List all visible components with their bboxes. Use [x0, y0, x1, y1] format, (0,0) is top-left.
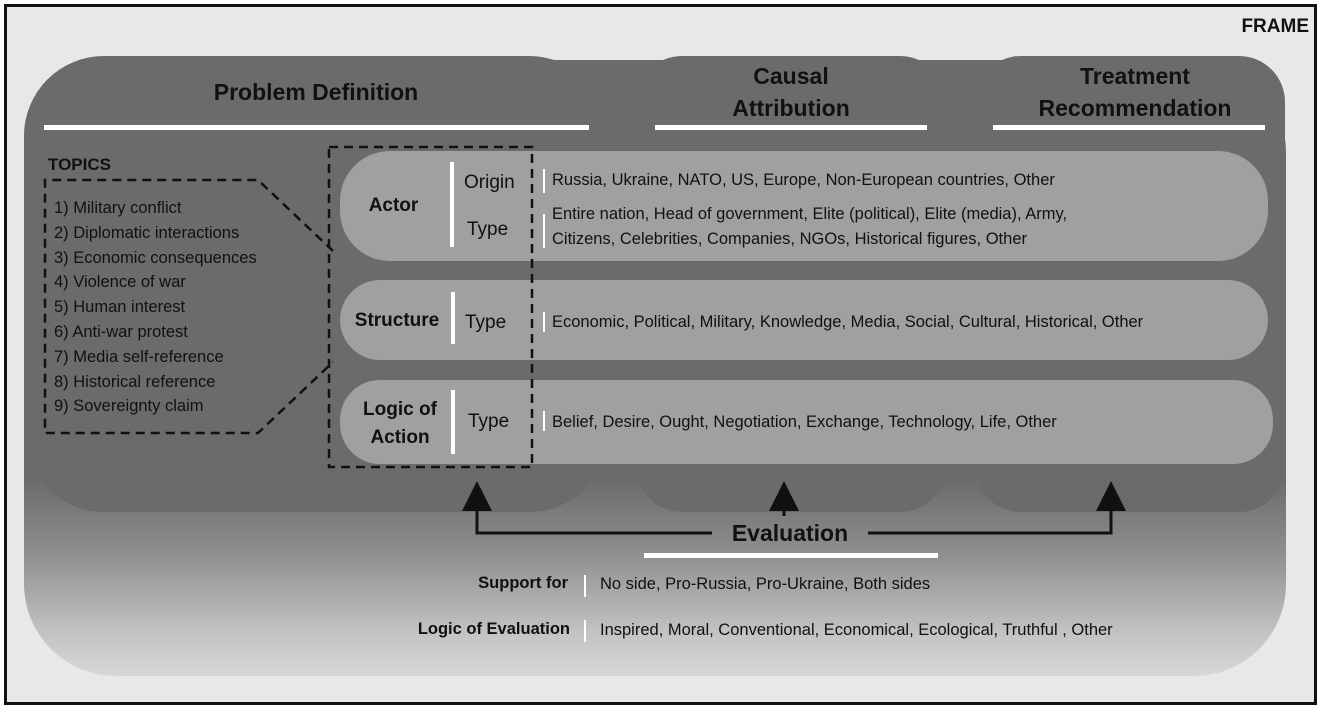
actor-divider — [450, 162, 454, 247]
actor-type-values-line2: Citizens, Celebrities, Companies, NGOs, … — [552, 230, 1027, 248]
support-for-separator — [584, 575, 586, 597]
topic-item: 4) Violence of war — [54, 273, 186, 292]
treatment-recommendation-underline — [993, 125, 1265, 130]
causal-attribution-title-line2: Attribution — [732, 95, 850, 121]
topic-item: 5) Human interest — [54, 298, 186, 317]
problem-definition-title: Problem Definition — [213, 79, 419, 105]
topic-item: 7) Media self-reference — [54, 347, 224, 366]
logic-of-action-separator — [543, 411, 545, 431]
actor-type-separator — [543, 214, 545, 248]
actor-origin-separator — [543, 169, 545, 193]
evaluation-title: Evaluation — [731, 520, 849, 546]
topics-heading: TOPICS — [48, 155, 111, 174]
causal-attribution-title-line1: Causal — [753, 63, 829, 89]
actor-type-label: Type — [467, 219, 509, 240]
support-for-values: No side, Pro-Russia, Pro-Ukraine, Both s… — [600, 575, 931, 593]
actor-label: Actor — [368, 195, 419, 216]
logic-of-action-label-line1: Logic of — [363, 399, 437, 420]
problem-definition-underline — [44, 125, 589, 130]
logic-of-action-label-line2: Action — [370, 427, 430, 448]
actor-origin-values: Russia, Ukraine, NATO, US, Europe, Non-E… — [552, 171, 1055, 189]
logic-of-action-type-label: Type — [468, 411, 510, 432]
logic-of-action-divider — [451, 390, 455, 454]
highlight-box — [327, 145, 534, 469]
structure-separator — [543, 312, 545, 332]
actor-origin-label: Origin — [464, 172, 515, 193]
arrow-to-problem-definition — [462, 481, 712, 535]
frame-label: FRAME — [1241, 16, 1309, 37]
treatment-recommendation-title-line2: Recommendation — [1038, 95, 1232, 121]
structure-divider — [451, 292, 455, 344]
treatment-recommendation-title-line1: Treatment — [1080, 63, 1190, 89]
structure-row — [340, 280, 1268, 360]
evaluation-underline — [644, 553, 938, 558]
logic-of-action-row — [340, 380, 1273, 464]
actor-row — [340, 151, 1268, 261]
support-for-label: Support for — [478, 574, 568, 592]
actor-type-values-line1: Entire nation, Head of government, Elite… — [552, 205, 1068, 223]
structure-type-label: Type — [465, 312, 507, 333]
causal-attribution-underline — [655, 125, 927, 130]
logic-of-evaluation-label: Logic of Evaluation — [417, 620, 570, 638]
logic-of-evaluation-values: Inspired, Moral, Conventional, Economica… — [600, 621, 1113, 639]
topic-item: 3) Economic consequences — [54, 248, 257, 267]
topic-item: 8) Historical reference — [54, 372, 216, 391]
topic-item: 1) Military conflict — [54, 199, 182, 217]
arrow-to-treatment-recommendation — [868, 481, 1126, 535]
topic-item: 6) Anti-war protest — [54, 323, 188, 341]
structure-label: Structure — [354, 310, 440, 331]
structure-type-values: Economic, Political, Military, Knowledge… — [552, 313, 1144, 331]
logic-of-action-type-values: Belief, Desire, Ought, Negotiation, Exch… — [552, 413, 1057, 431]
topic-item: 9) Sovereignty claim — [54, 397, 204, 416]
logic-of-evaluation-separator — [584, 620, 586, 642]
topic-item: 2) Diplomatic interactions — [54, 223, 240, 242]
